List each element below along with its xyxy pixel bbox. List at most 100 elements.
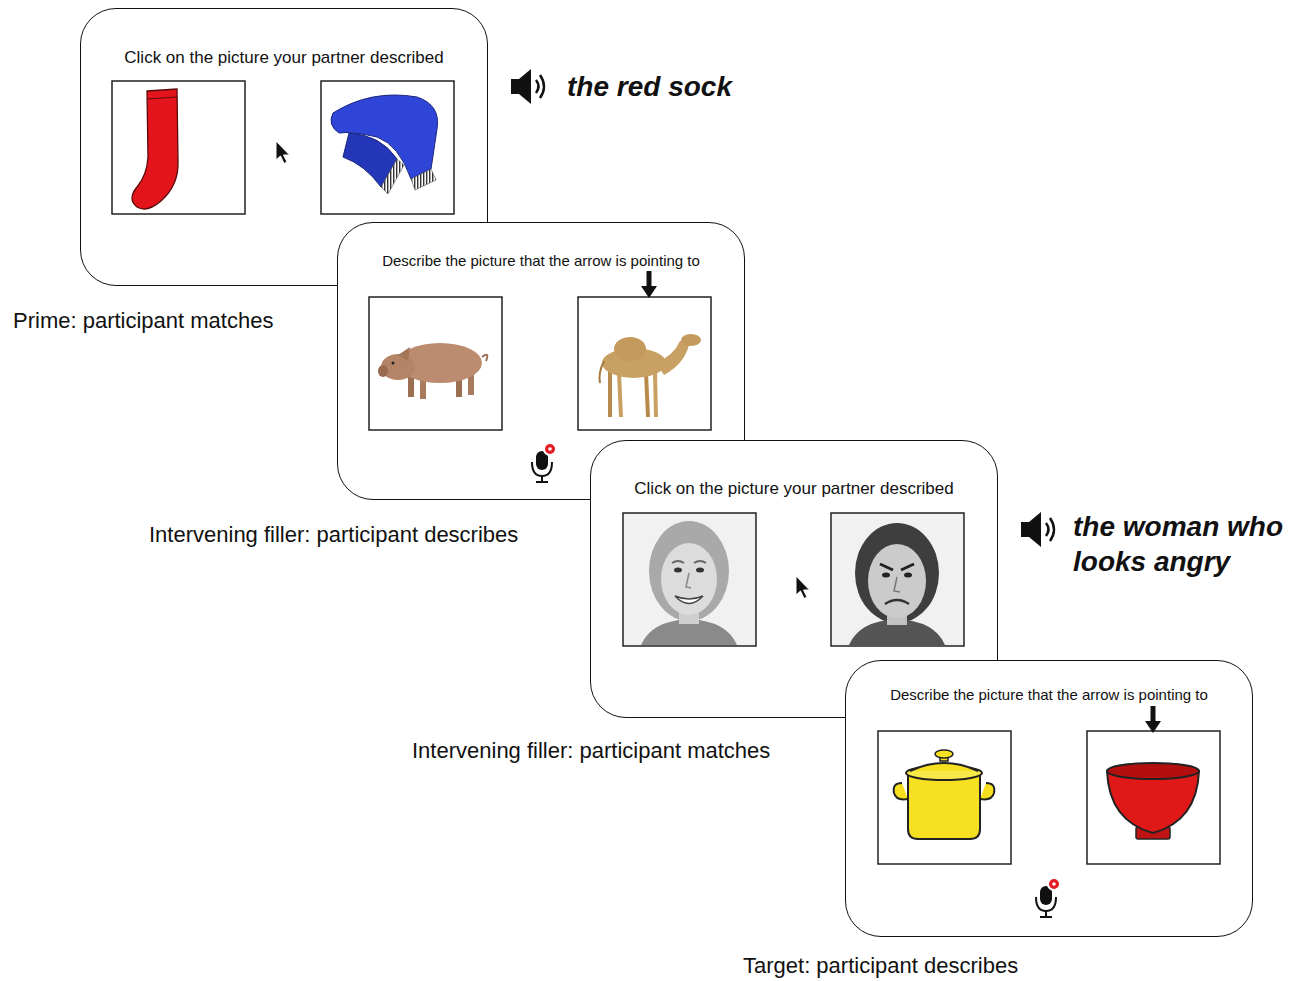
microphone-icon	[1052, 882, 1056, 886]
panel-caption: Target: participant describes	[743, 953, 1018, 979]
panel-caption: Intervening filler: participant matches	[412, 738, 770, 764]
camel	[681, 334, 701, 346]
pig	[378, 365, 388, 377]
yellow-pot	[908, 773, 980, 839]
microphone-icon	[544, 443, 556, 455]
camel	[656, 341, 690, 375]
smiling-face	[696, 568, 704, 573]
smiling-face	[694, 561, 706, 563]
blue-scarf	[331, 95, 438, 194]
angry-face	[885, 600, 909, 604]
pointer-arrow	[641, 286, 657, 298]
microphone-icon	[532, 443, 556, 482]
smiling-face	[672, 561, 684, 563]
microphone-icon	[1036, 878, 1060, 917]
yellow-pot	[980, 783, 994, 799]
instruction-holder: Click on the picture your partner descri…	[591, 478, 997, 499]
picture-frame	[112, 81, 245, 214]
red-sock	[132, 89, 178, 209]
yellow-pot	[894, 750, 995, 839]
red-sock	[147, 97, 177, 99]
yellow-pot	[910, 763, 978, 771]
camel	[614, 337, 646, 361]
picture-frame	[112, 81, 454, 214]
camel	[600, 361, 605, 383]
picture-frame	[623, 513, 756, 646]
caption-holder: Intervening filler: participant describe…	[149, 522, 518, 548]
red-sock	[132, 89, 178, 209]
audio-label: the woman who looks angry	[1073, 509, 1285, 579]
picture-frame	[369, 297, 711, 430]
microphone-icon	[1040, 916, 1052, 918]
picture-frame	[578, 297, 711, 430]
microphone-icon	[536, 481, 548, 483]
mouse-cursor	[276, 141, 290, 164]
pig	[378, 343, 487, 399]
speaker-icon	[1021, 512, 1054, 547]
pig	[398, 347, 410, 361]
picture-frame	[878, 731, 1220, 864]
speaker-icon	[511, 79, 519, 94]
speaker-icon	[519, 69, 531, 104]
angry-face	[882, 573, 890, 578]
instruction-text: Click on the picture your partner descri…	[634, 478, 953, 499]
speaker-icon	[540, 75, 544, 98]
camel	[619, 373, 621, 417]
microphone-icon	[532, 462, 552, 476]
smiling-face	[674, 568, 682, 573]
caption-holder: Target: participant describes	[743, 953, 1018, 979]
camel	[600, 334, 702, 417]
instruction-holder: Describe the picture that the arrow is p…	[846, 685, 1252, 704]
microphone-icon	[1036, 897, 1056, 911]
smiling-face	[661, 543, 717, 615]
picture-frame	[369, 297, 502, 430]
red-bowl	[1107, 763, 1199, 839]
picture-frame	[878, 731, 1011, 864]
panel-caption: Prime: participant matches	[13, 308, 273, 334]
angry-face	[868, 544, 926, 618]
angry-face	[904, 573, 912, 578]
speaker-icon	[536, 80, 539, 93]
caption-holder: Intervening filler: participant matches	[412, 738, 770, 764]
yellow-pot	[894, 783, 908, 799]
pig	[482, 355, 487, 361]
microphone-icon	[548, 447, 552, 451]
speaker-icon	[511, 69, 544, 104]
angry-face	[855, 523, 939, 623]
instruction-text: Click on the picture your partner descri…	[124, 47, 443, 68]
mouse-cursor	[796, 576, 810, 599]
instruction-holder: Describe the picture that the arrow is p…	[338, 251, 744, 270]
pointer-arrow	[1145, 706, 1161, 733]
audio-label-holder: the red sock	[567, 69, 887, 104]
microphone-icon	[1048, 878, 1060, 890]
camel	[608, 371, 612, 417]
instruction-text: Describe the picture that the arrow is p…	[890, 685, 1208, 704]
screen-card: Describe the picture that the arrow is p…	[845, 660, 1253, 937]
picture-frame	[321, 81, 454, 214]
instruction-holder: Click on the picture your partner descri…	[81, 47, 487, 68]
camel	[655, 371, 656, 417]
speaker-icon	[1050, 518, 1054, 541]
smiling-face	[641, 521, 737, 645]
angry-face	[849, 523, 945, 645]
smiling-face	[649, 521, 729, 621]
picture-frame	[1087, 731, 1220, 864]
panel-caption: Intervening filler: participant describe…	[149, 522, 518, 548]
red-bowl	[1107, 763, 1199, 779]
instruction-text: Describe the picture that the arrow is p…	[382, 251, 700, 270]
speaker-icon	[1021, 522, 1029, 537]
smiling-face	[675, 596, 703, 604]
pointer-arrow	[1145, 721, 1161, 733]
blue-scarf	[381, 159, 404, 194]
picture-frame	[831, 513, 964, 646]
speaker-icon	[1046, 523, 1049, 536]
yellow-pot	[935, 750, 953, 758]
mouse-cursor	[276, 141, 290, 164]
picture-frame	[623, 513, 964, 646]
smiling-face	[686, 573, 691, 588]
camel	[646, 373, 648, 417]
angry-face	[880, 564, 893, 570]
pig	[392, 362, 395, 365]
pointer-arrow	[641, 271, 657, 298]
